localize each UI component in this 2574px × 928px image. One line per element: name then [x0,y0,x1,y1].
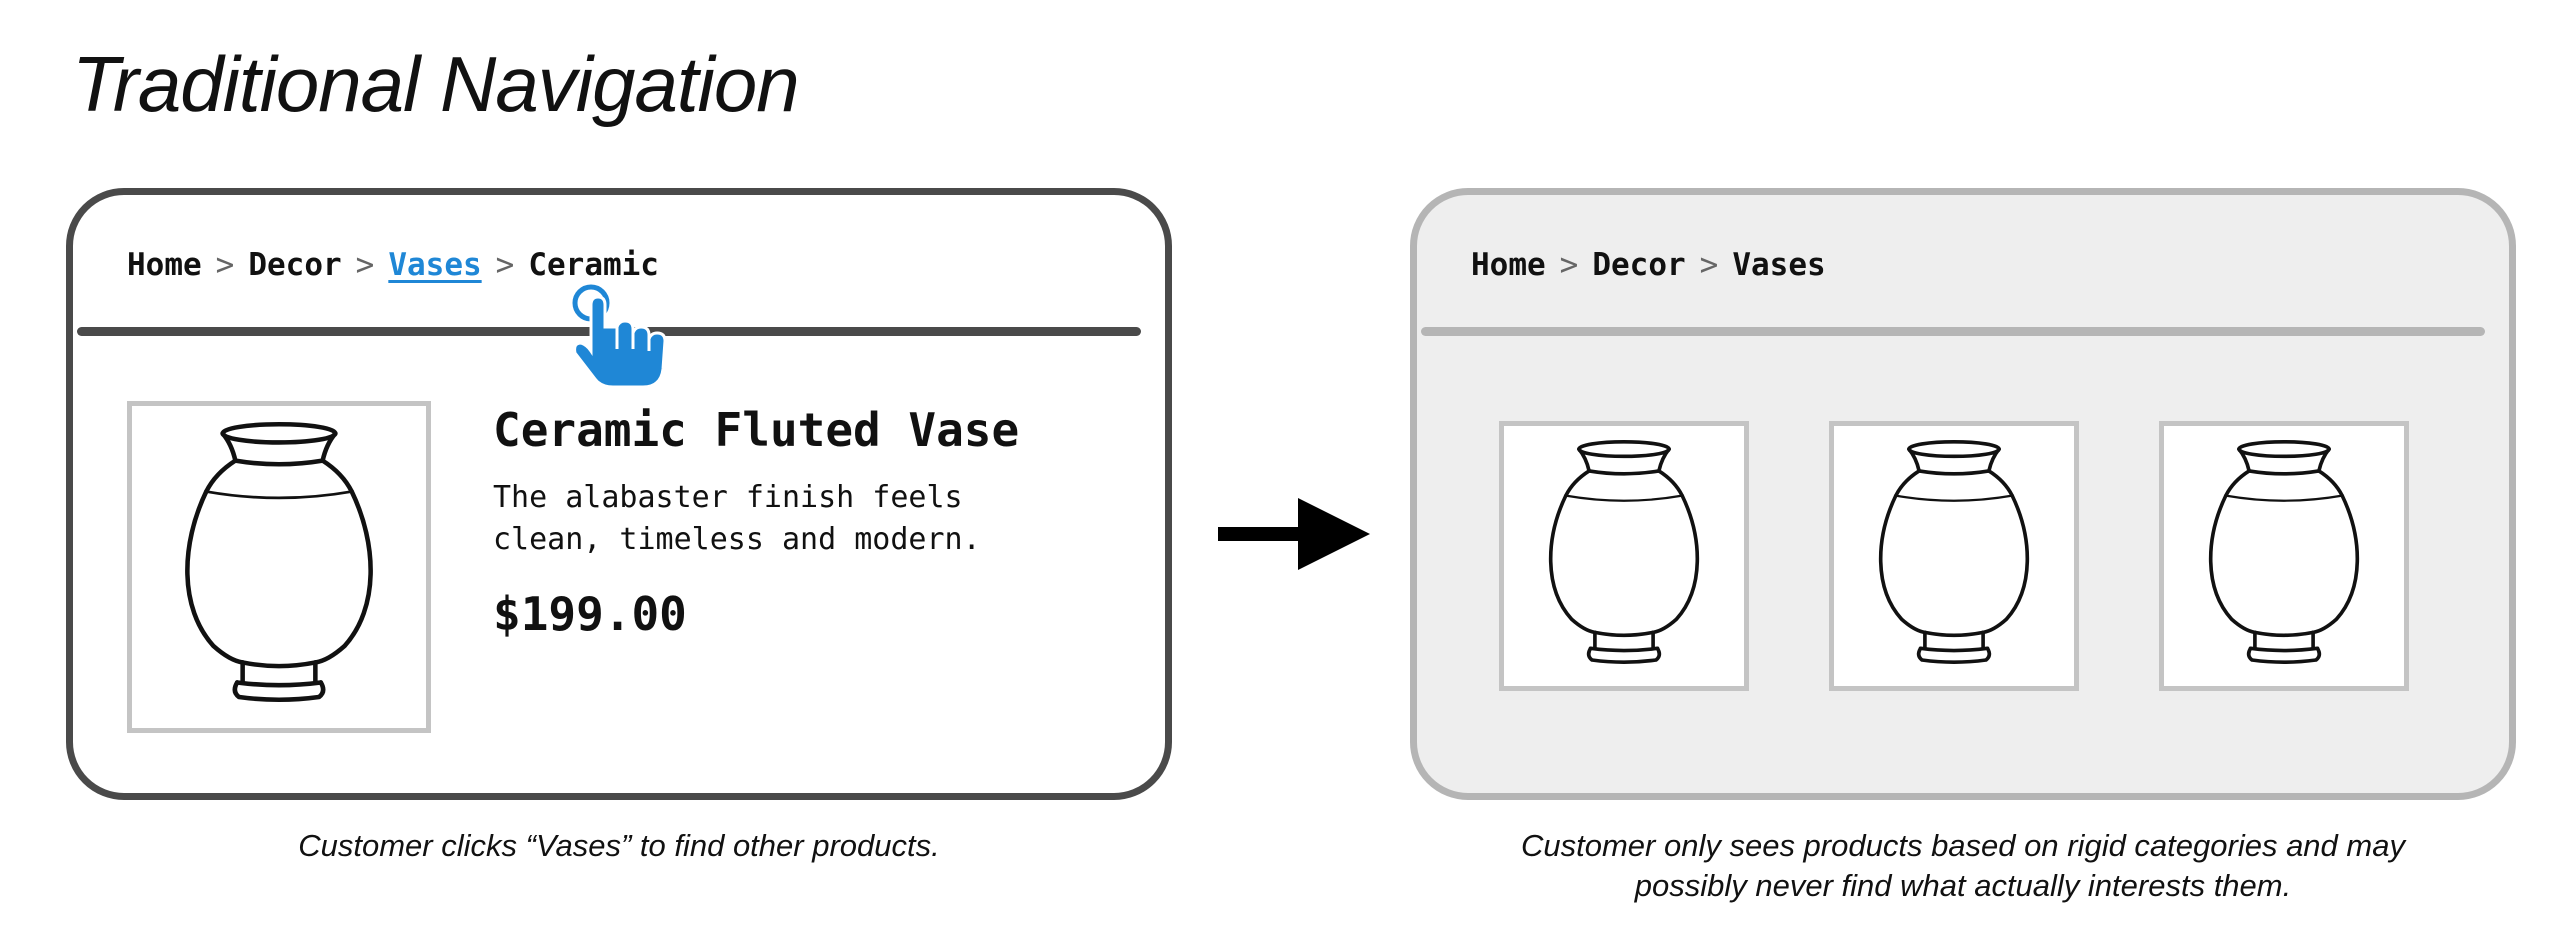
breadcrumb-decor[interactable]: Decor [1592,247,1686,283]
diagram-title: Traditional Navigation [72,40,800,128]
breadcrumb: Home > Decor > Vases [1471,247,1826,283]
product-page-panel: Home > Decor > Vases > Ceramic Ceramic Fluted … [66,188,1172,800]
breadcrumb-separator: > [495,247,515,283]
product-thumbnail[interactable] [2159,421,2409,691]
right-caption: Customer only sees products based on rig… [1410,826,2516,906]
vase-image [1534,436,1714,676]
breadcrumb-vases-link[interactable]: Vases [388,247,482,283]
product-price: $199.00 [493,587,687,641]
left-caption: Customer clicks “Vases” to find other pr… [298,828,940,863]
breadcrumb-home[interactable]: Home [1471,247,1546,283]
vase-image [169,417,389,717]
breadcrumb: Home > Decor > Vases > Ceramic [127,247,659,283]
header-divider [1421,327,2485,336]
vase-image [2194,436,2374,676]
arrow-right-icon [1218,498,1370,570]
breadcrumb-decor[interactable]: Decor [248,247,342,283]
product-name: Ceramic Fluted Vase [493,403,1020,457]
breadcrumb-vases: Vases [1732,247,1826,283]
vase-image [1864,436,2044,676]
product-thumbnail[interactable] [1499,421,1749,691]
breadcrumb-separator: > [1559,247,1579,283]
right-caption-line: Customer only sees products based on rig… [1521,828,2405,863]
right-caption-line: possibly never find what actually intere… [1634,868,2292,903]
category-page-panel: Home > Decor > Vases [1410,188,2516,800]
product-image[interactable] [127,401,431,733]
breadcrumb-separator: > [1699,247,1719,283]
breadcrumb-ceramic[interactable]: Ceramic [528,247,659,283]
pointing-hand-icon [572,284,667,389]
breadcrumb-separator: > [215,247,235,283]
product-thumbnail[interactable] [1829,421,2079,691]
product-description: The alabaster finish feels clean, timele… [493,480,981,557]
breadcrumb-home[interactable]: Home [127,247,202,283]
breadcrumb-separator: > [355,247,375,283]
